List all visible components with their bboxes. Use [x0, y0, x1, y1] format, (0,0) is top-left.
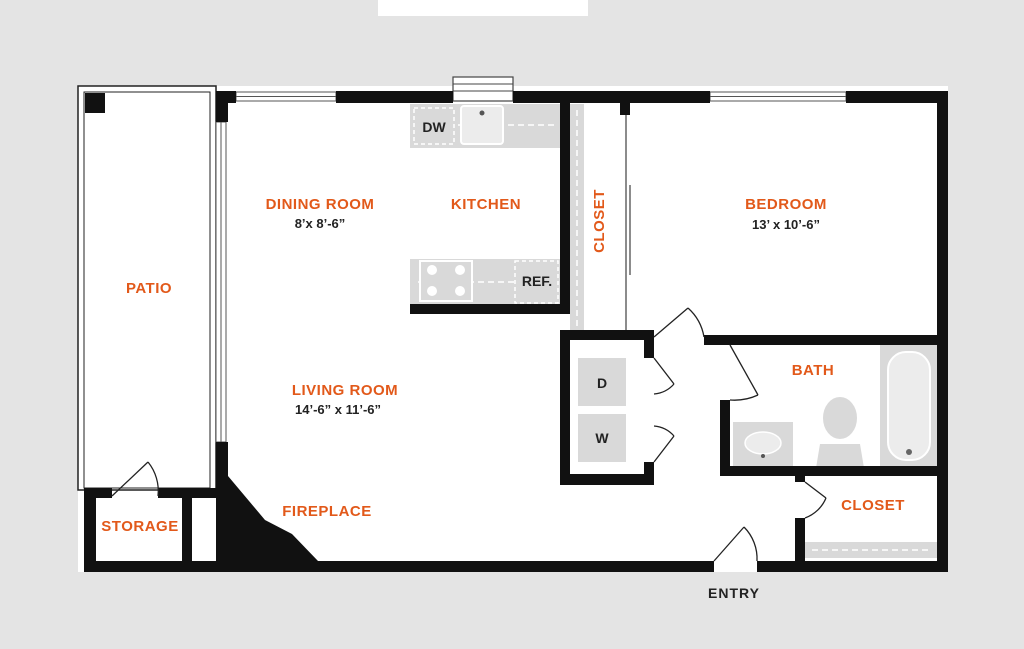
storage-label: STORAGE [101, 518, 178, 535]
fireplace-label: FIREPLACE [282, 503, 372, 520]
dining-room-label: DINING ROOM [266, 196, 375, 213]
laundry [570, 350, 644, 470]
toilet [816, 395, 864, 468]
patio-outline [77, 85, 217, 491]
bedroom-dims: 13’ x 10’-6” [752, 217, 820, 232]
dining-room-dims: 8’x 8’-6” [295, 216, 346, 231]
dishwasher-label: DW [422, 119, 446, 135]
entry-label: ENTRY [708, 585, 760, 601]
stove [419, 260, 473, 302]
appliance-labels: DW REF. D W [422, 119, 609, 446]
patio-label: PATIO [126, 280, 172, 297]
refrigerator-label: REF. [522, 273, 552, 289]
room-labels: PATIO DINING ROOM 8’x 8’-6” KITCHEN CLOS… [101, 189, 905, 601]
closet-vertical-label: CLOSET [591, 189, 608, 253]
fireplace [228, 476, 318, 561]
dryer-label: D [597, 375, 607, 391]
hall-closet-shelf [805, 542, 938, 558]
windows [215, 76, 847, 443]
dishwasher [413, 107, 455, 145]
refrigerator [514, 260, 559, 304]
washer [578, 414, 626, 462]
kitchen-sink [460, 105, 504, 145]
doors [111, 307, 827, 562]
closet-label: CLOSET [841, 497, 905, 514]
washer-label: W [595, 430, 609, 446]
walls [84, 91, 948, 572]
bedroom-label: BEDROOM [745, 196, 827, 213]
dryer [578, 358, 626, 406]
living-room-label: LIVING ROOM [292, 382, 398, 399]
bath-fixtures [733, 345, 938, 468]
kitchen-label: KITCHEN [451, 196, 521, 213]
closet-shelf [570, 104, 631, 336]
kitchen-fixtures [410, 104, 560, 305]
bath-label: BATH [792, 362, 835, 379]
living-room-dims: 14’-6” x 11’-6” [295, 402, 381, 417]
